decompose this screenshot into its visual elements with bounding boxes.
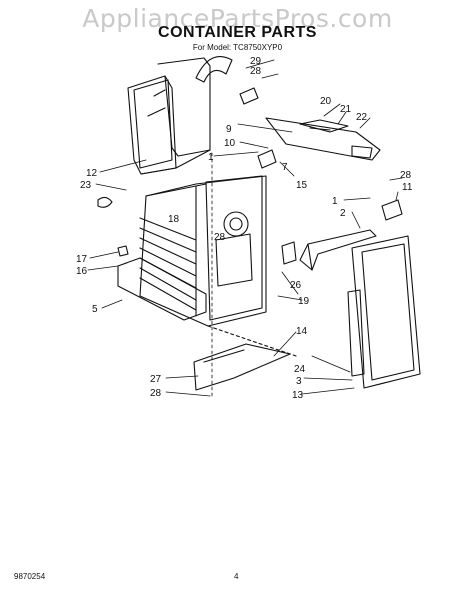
callout-2: 2 xyxy=(340,208,346,219)
callout-26: 26 xyxy=(290,280,302,291)
watermark: AppliancePartsPros.com xyxy=(82,4,393,33)
callout-18: 18 xyxy=(168,214,180,225)
callout-19: 19 xyxy=(298,296,310,307)
callout-7: 7 xyxy=(282,162,288,173)
base-skirt xyxy=(117,257,207,321)
callout-17: 17 xyxy=(76,254,88,265)
callout-13: 13 xyxy=(292,390,304,401)
leader-lines xyxy=(87,59,403,397)
model-prefix: For Model: xyxy=(192,43,232,52)
callout-15: 15 xyxy=(296,180,308,191)
cabinet-body xyxy=(139,175,267,327)
bracket-26 xyxy=(281,241,297,265)
callout-12: 12 xyxy=(86,168,98,179)
diagram-title: CONTAINER PARTS xyxy=(158,24,317,41)
top-gasket xyxy=(195,56,233,83)
callout-3: 3 xyxy=(296,376,302,387)
callout-28-right: 28 xyxy=(400,170,412,181)
callout-21: 21 xyxy=(340,104,352,115)
container-liner xyxy=(127,57,211,175)
callout-24: 24 xyxy=(294,364,306,375)
callout-28-bottom: 28 xyxy=(150,388,162,399)
callout-22: 22 xyxy=(356,112,368,123)
model-subtitle: For Model:TC8750XYP0 xyxy=(0,43,475,52)
callout-20: 20 xyxy=(320,96,332,107)
toe-plate xyxy=(193,343,291,391)
door-panel xyxy=(347,235,421,389)
plug-23 xyxy=(97,196,113,208)
model-number: TC8750XYP0 xyxy=(233,43,283,52)
callout-28-middle: 28 xyxy=(214,232,226,243)
frame-outline xyxy=(207,325,297,357)
callout-29: 29 xyxy=(250,56,262,67)
callout-14: 14 xyxy=(296,326,308,337)
callout-28-top: 28 xyxy=(250,66,262,77)
bracket xyxy=(257,149,277,169)
top-rail-assembly xyxy=(265,117,381,161)
callout-1-right: 1 xyxy=(332,196,338,207)
side-louvers xyxy=(139,217,197,311)
callout-16: 16 xyxy=(76,266,88,277)
callout-labels: 29 28 20 21 22 9 10 1 7 28 11 15 12 23 1… xyxy=(76,56,413,401)
callout-5: 5 xyxy=(92,304,98,315)
callout-11: 11 xyxy=(402,182,413,193)
page-number: 4 xyxy=(234,572,239,581)
callout-23: 23 xyxy=(80,180,92,191)
door-liner-frame xyxy=(299,243,313,271)
callout-9: 9 xyxy=(226,124,232,135)
callout-1-top: 1 xyxy=(208,152,214,163)
callout-10: 10 xyxy=(224,138,236,149)
clip-17 xyxy=(117,245,129,257)
hinge-11 xyxy=(381,199,403,221)
document-code: 9870254 xyxy=(14,572,46,581)
hinge-bracket xyxy=(239,87,259,105)
door-liner xyxy=(307,229,377,271)
callout-27: 27 xyxy=(150,374,162,385)
